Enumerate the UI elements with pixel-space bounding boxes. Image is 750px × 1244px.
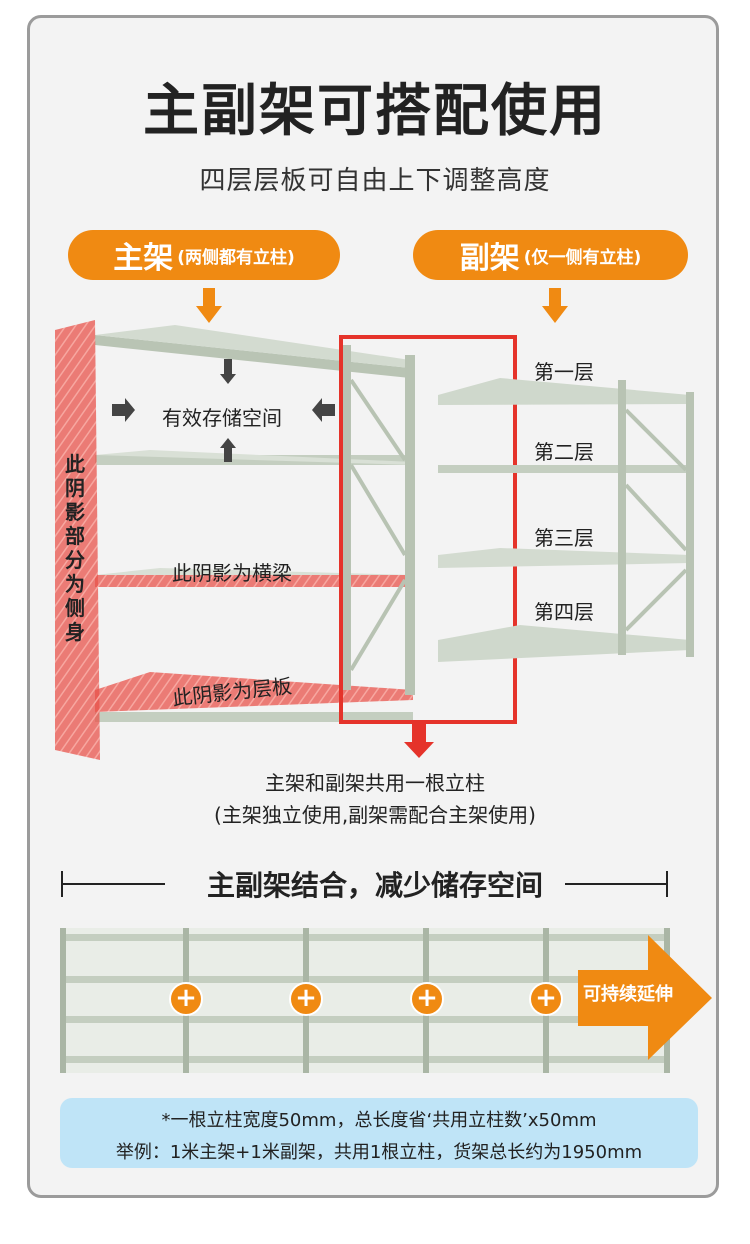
extend-label: 可持续延伸 (583, 984, 673, 1005)
combine-dimension-line (61, 871, 668, 897)
sub-rack-note: (仅一侧有立柱) (523, 247, 642, 268)
plus-icon: + (529, 982, 563, 1016)
plus-icon: + (410, 982, 444, 1016)
extend-arrow (578, 935, 712, 1060)
note-line-1: *一根立柱宽度50mm，总长度省‘共用立柱数’x50mm (161, 1110, 597, 1131)
layer-1-label: 第一层 (534, 360, 594, 384)
main-down-arrow (196, 288, 222, 323)
page-subtitle: 四层层板可自由上下调整高度 (199, 166, 551, 196)
main-rack-note: (两侧都有立柱) (177, 247, 295, 268)
main-rack-badge: 主架 (两侧都有立柱) (68, 230, 340, 280)
sub-down-arrow (542, 288, 568, 323)
layer-2-label: 第二层 (534, 440, 594, 464)
shared-post-arrow (404, 724, 434, 758)
sub-rack (438, 378, 694, 662)
main-rack-label: 主架 (113, 241, 174, 276)
beam-label: 此阴影为横梁 (172, 561, 292, 585)
note-line-2: 举例：1米主架+1米副架，共用1根立柱，货架总长约为1950mm (115, 1142, 643, 1163)
plus-icon: + (169, 982, 203, 1016)
storage-label: 有效存储空间 (162, 406, 282, 430)
side-vertical-label: 此阴影部分为侧身 (65, 452, 85, 644)
note-box: *一根立柱宽度50mm，总长度省‘共用立柱数’x50mm 举例：1米主架+1米副… (60, 1098, 698, 1168)
page-title: 主副架可搭配使用 (143, 79, 607, 144)
sub-rack-label: 副架 (459, 241, 520, 276)
storage-arrows (112, 359, 335, 462)
combine-title: 主副架结合，减少储存空间 (206, 869, 543, 902)
shared-post-box (339, 335, 517, 724)
main-rack (55, 320, 415, 760)
layer-4-label: 第四层 (534, 600, 594, 624)
shared-post-caption: 主架和副架共用一根立柱 (265, 771, 485, 795)
shared-post-subcaption: (主架独立使用,副架需配合主架使用) (214, 803, 536, 827)
sub-rack-badge: 副架 (仅一侧有立柱) (413, 230, 688, 280)
layer-3-label: 第三层 (534, 526, 594, 550)
plus-icon: + (289, 982, 323, 1016)
